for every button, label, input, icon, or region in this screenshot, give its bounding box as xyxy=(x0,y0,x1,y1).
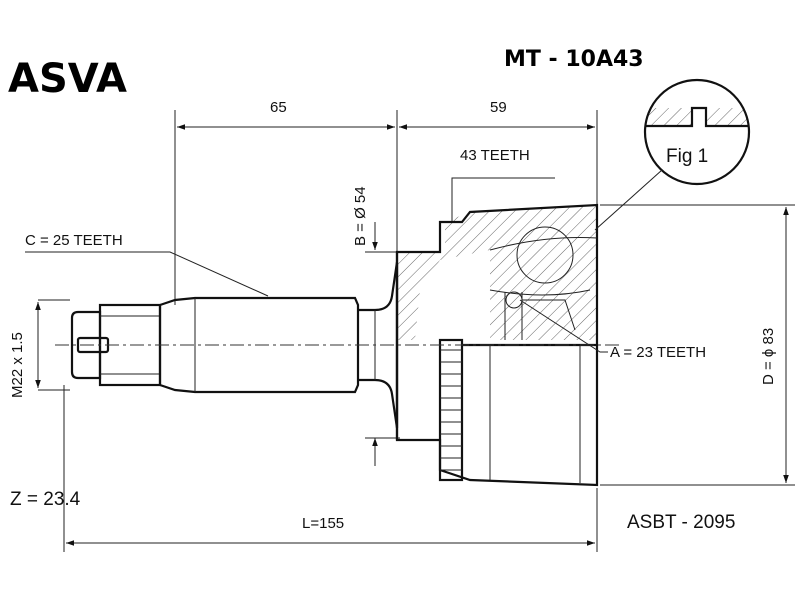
cross-reference: ASBT - 2095 xyxy=(627,512,735,533)
fig1-leader xyxy=(594,169,663,231)
ball xyxy=(516,226,574,284)
fig1-label: Fig 1 xyxy=(666,146,708,167)
spline-a-callout: A = 23 TEETH xyxy=(519,299,706,361)
diameter-d-label: D = ϕ 83 xyxy=(760,328,777,385)
thread-label: M22 x 1.5 xyxy=(9,332,26,398)
main-shaft xyxy=(158,296,360,394)
outer-teeth-leader xyxy=(451,177,555,222)
outer-teeth-callout: 43 TEETH xyxy=(451,147,555,222)
spline-c-leader xyxy=(25,251,269,297)
spline-a-leader xyxy=(519,299,608,353)
fig1-key-profile xyxy=(645,106,749,128)
fig1-detail: Fig 1 xyxy=(594,78,751,231)
cage-bottom xyxy=(489,289,591,296)
brand-logo: ASVA xyxy=(8,56,127,102)
dim-width-right: 59 xyxy=(490,99,507,116)
cage-top xyxy=(489,237,598,251)
dim-width-left: 65 xyxy=(270,99,287,116)
fig1-circle xyxy=(643,78,751,186)
length-dimension: L=155 xyxy=(63,385,598,552)
length-label: L=155 xyxy=(302,515,344,532)
outer-housing xyxy=(395,203,599,487)
diameter-b-callout: B = Ø 54 xyxy=(352,186,400,466)
spline-a-label: A = 23 TEETH xyxy=(610,344,706,361)
abs-ring xyxy=(438,338,464,482)
z-value: Z = 23.4 xyxy=(10,489,81,510)
diameter-d-callout: D = ϕ 83 xyxy=(600,204,795,486)
outer-teeth-label: 43 TEETH xyxy=(460,147,530,164)
top-dimensions: 65 59 xyxy=(174,99,598,305)
spline-c-callout: C = 25 TEETH xyxy=(25,232,269,297)
diameter-b-label: B = Ø 54 xyxy=(352,186,369,246)
part-number: MT - 10A43 xyxy=(504,47,644,72)
spline-c-label: C = 25 TEETH xyxy=(25,232,123,249)
thread-callout: M22 x 1.5 xyxy=(9,299,70,398)
